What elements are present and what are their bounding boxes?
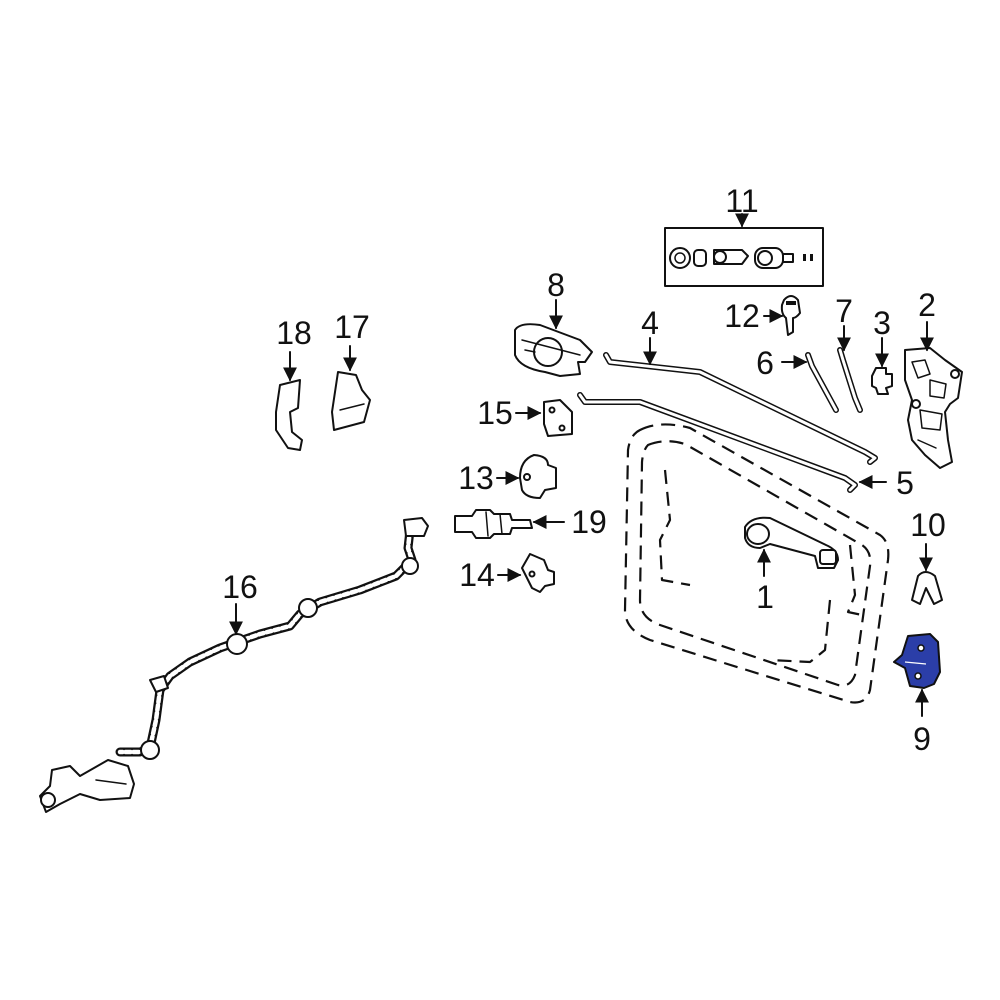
lock-cylinder-kit[interactable] (664, 227, 824, 287)
callout-19: 19 (571, 504, 607, 540)
wiring-harness[interactable] (39, 517, 429, 813)
callout-18: 18 (276, 315, 312, 351)
callout-17: 17 (334, 309, 370, 345)
callout-5: 5 (896, 465, 914, 501)
callout-6: 6 (756, 345, 774, 381)
callout-3: 3 (873, 305, 891, 341)
callout-labels: 11 8 4 12 7 6 3 2 5 15 13 19 14 18 17 16… (222, 183, 946, 757)
shield-17[interactable] (331, 371, 371, 431)
callout-16: 16 (222, 569, 258, 605)
callout-4: 4 (641, 305, 659, 341)
bracket-15[interactable] (543, 399, 573, 437)
bumper-10[interactable] (911, 571, 943, 605)
bracket-14[interactable] (521, 553, 555, 593)
callout-15: 15 (477, 395, 513, 431)
callout-13: 13 (458, 460, 494, 496)
callout-1: 1 (756, 579, 774, 615)
bracket-18[interactable] (275, 379, 303, 451)
callout-7: 7 (835, 293, 853, 329)
callout-11: 11 (725, 183, 758, 219)
door-latch[interactable] (904, 347, 963, 469)
striker-bolt-19[interactable] (454, 509, 533, 539)
callout-10: 10 (910, 507, 946, 543)
leader-arrows (229, 213, 934, 717)
callout-9: 9 (913, 721, 931, 757)
door-outline (623, 423, 890, 704)
callout-2: 2 (918, 287, 936, 323)
clip[interactable] (871, 367, 893, 395)
callout-14: 14 (459, 557, 495, 593)
handle-bracket[interactable] (514, 323, 593, 377)
striker-9-highlighted[interactable] (893, 633, 941, 689)
door-rods[interactable] (577, 352, 878, 493)
callout-12: 12 (724, 298, 760, 334)
callout-8: 8 (547, 267, 565, 303)
exterior-handle[interactable] (744, 516, 839, 569)
link-rods[interactable] (805, 347, 863, 413)
key[interactable] (780, 295, 801, 336)
actuator-13[interactable] (519, 454, 557, 499)
